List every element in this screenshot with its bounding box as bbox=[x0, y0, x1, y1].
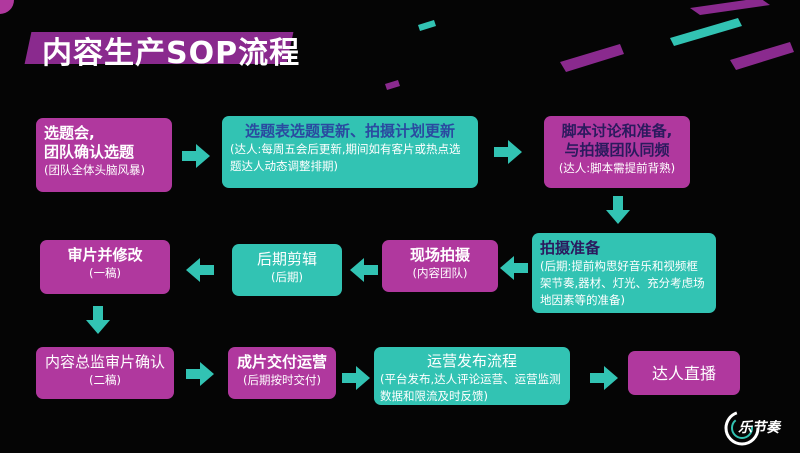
stripe-teal-long bbox=[670, 18, 742, 46]
step-title-line: 成片交付运营 bbox=[236, 353, 327, 371]
step-title-line: 团队确认选题 bbox=[44, 143, 135, 161]
stripe-right bbox=[560, 44, 624, 72]
step-director-review: 内容总监审片确认 (二稿) bbox=[36, 347, 174, 399]
step-title-line: 内容总监审片确认 bbox=[44, 353, 165, 371]
step-note: (一稿) bbox=[89, 266, 121, 280]
step-note: (后期按时交付) bbox=[243, 373, 321, 387]
stripe-far-right bbox=[730, 42, 794, 70]
step-title-line: 达人直播 bbox=[651, 363, 716, 383]
step-script-prep: 脚本讨论和准备, 与拍摄团队同频 (达人:脚本需提前背熟) bbox=[544, 116, 690, 188]
step-title-line: 选题会, bbox=[44, 124, 95, 142]
step-note: (二稿) bbox=[89, 373, 121, 387]
page-title: 内容生产SOP流程 bbox=[42, 36, 301, 71]
step-note: (团队全体头脑风暴) bbox=[44, 163, 145, 177]
arrow-left-icon bbox=[186, 258, 214, 282]
arrow-right-icon bbox=[186, 362, 214, 386]
step-title-line: 拍摄准备 bbox=[540, 239, 601, 257]
step-note: (内容团队) bbox=[412, 266, 468, 280]
stripe-top-right bbox=[690, 0, 770, 15]
brand-logo-icon bbox=[724, 410, 760, 446]
step-publish: 运营发布流程 (平台发布,达人评论运营、运营监测数据和限流及时反馈) bbox=[374, 347, 570, 405]
step-topic-update: 选题表选题更新、拍摄计划更新 (达人:每周五会后更新,期间如有客片或热点选题达人… bbox=[222, 116, 478, 188]
step-title-line: 选题表选题更新、拍摄计划更新 bbox=[244, 122, 455, 140]
step-post-edit: 后期剪辑 (后期) bbox=[232, 244, 342, 296]
step-title-line: 运营发布流程 bbox=[426, 352, 517, 370]
arrow-left-icon bbox=[500, 256, 528, 280]
step-delivery: 成片交付运营 (后期按时交付) bbox=[228, 347, 336, 399]
arrow-down-icon bbox=[606, 196, 630, 224]
step-title-line: 脚本讨论和准备, bbox=[561, 122, 673, 140]
step-live: 达人直播 bbox=[628, 351, 740, 395]
step-title-line: 审片并修改 bbox=[67, 246, 143, 264]
stripe-small-teal bbox=[418, 20, 436, 31]
arrow-right-icon bbox=[494, 140, 522, 164]
step-shoot-prep: 拍摄准备 (后期:提前构思好音乐和视频框架节奏,器材、灯光、充分考虑场地因素等的… bbox=[532, 233, 716, 313]
step-note: (达人:每周五会后更新,期间如有客片或热点选题达人动态调整排期) bbox=[230, 142, 461, 173]
step-note: (后期) bbox=[271, 270, 303, 284]
corner-accent bbox=[0, 0, 14, 14]
arrow-down-icon bbox=[86, 306, 110, 334]
arrow-right-icon bbox=[182, 144, 210, 168]
brand-logo-text: 乐节奏 bbox=[738, 420, 780, 436]
stripe-small-purple bbox=[385, 80, 400, 90]
step-title-line: 后期剪辑 bbox=[256, 250, 317, 268]
arrow-left-icon bbox=[350, 258, 378, 282]
step-note: (平台发布,达人评论运营、运营监测数据和限流及时反馈) bbox=[380, 372, 561, 403]
arrow-right-icon bbox=[342, 366, 370, 390]
step-review-first: 审片并修改 (一稿) bbox=[40, 240, 170, 294]
arrow-right-icon bbox=[590, 366, 618, 390]
step-note: (后期:提前构思好音乐和视频框架节奏,器材、灯光、充分考虑场地因素等的准备) bbox=[540, 259, 705, 307]
step-on-site-shoot: 现场拍摄 (内容团队) bbox=[382, 240, 498, 292]
step-topic-meeting: 选题会, 团队确认选题 (团队全体头脑风暴) bbox=[36, 118, 172, 192]
step-title-line: 现场拍摄 bbox=[409, 246, 470, 264]
step-note: (达人:脚本需提前背熟) bbox=[558, 161, 676, 175]
step-title-line: 与拍摄团队同频 bbox=[564, 141, 670, 159]
